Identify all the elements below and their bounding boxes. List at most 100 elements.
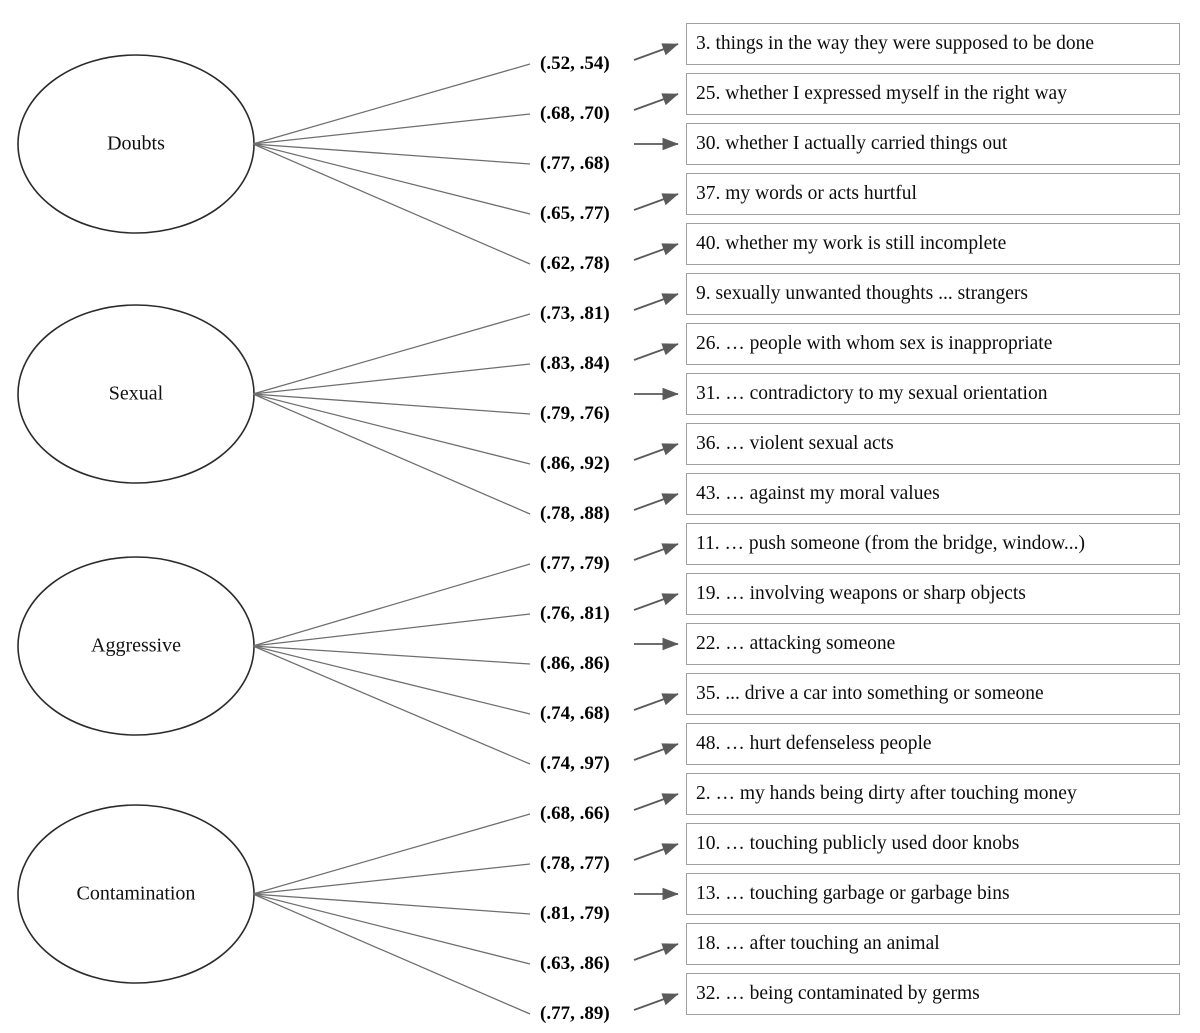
- indicator-box: 48. … hurt defenseless people: [686, 723, 1180, 765]
- loading-label: (.77, .79): [540, 553, 610, 574]
- indicator-arrow: [633, 243, 679, 261]
- indicator-box: 19. … involving weapons or sharp objects: [686, 573, 1180, 615]
- loading-line: [252, 893, 531, 1015]
- indicator-arrow: [633, 443, 679, 461]
- indicator-text: 36. … violent sexual acts: [696, 433, 894, 455]
- indicator-box: 13. … touching garbage or garbage bins: [686, 873, 1180, 915]
- loading-label: (.86, .86): [540, 653, 610, 674]
- loading-line: [252, 363, 531, 395]
- loading-label: (.78, .88): [540, 503, 610, 524]
- indicator-text: 13. … touching garbage or garbage bins: [696, 883, 1010, 905]
- indicator-box: 11. … push someone (from the bridge, win…: [686, 523, 1180, 565]
- indicator-text: 10. … touching publicly used door knobs: [696, 833, 1020, 855]
- factor-name-sexual: Sexual: [108, 382, 164, 405]
- loading-line: [252, 143, 531, 165]
- indicator-box: 35. ... drive a car into something or so…: [686, 673, 1180, 715]
- loading-line: [252, 563, 531, 647]
- indicator-box: 2. … my hands being dirty after touching…: [686, 773, 1180, 815]
- loading-label: (.68, .70): [540, 103, 610, 124]
- loading-label: (.73, .81): [540, 303, 610, 324]
- loading-line: [252, 863, 531, 895]
- indicator-arrow: [633, 93, 679, 111]
- loading-line: [252, 393, 531, 515]
- indicator-box: 3. things in the way they were supposed …: [686, 23, 1180, 65]
- indicator-box: 43. … against my moral values: [686, 473, 1180, 515]
- loading-line: [252, 393, 531, 415]
- loading-label: (.62, .78): [540, 253, 610, 274]
- loading-line: [252, 113, 531, 145]
- indicator-box: 9. sexually unwanted thoughts ... strang…: [686, 273, 1180, 315]
- indicator-arrow: [633, 543, 679, 561]
- indicator-arrow: [633, 793, 679, 811]
- indicator-text: 31. … contradictory to my sexual orienta…: [696, 383, 1048, 405]
- indicator-text: 48. … hurt defenseless people: [696, 733, 932, 755]
- indicator-box: 25. whether I expressed myself in the ri…: [686, 73, 1180, 115]
- factor-name-doubts: Doubts: [107, 132, 165, 155]
- loading-line: [252, 143, 531, 215]
- indicator-text: 11. … push someone (from the bridge, win…: [696, 533, 1086, 555]
- loading-line: [252, 645, 531, 665]
- indicator-box: 31. … contradictory to my sexual orienta…: [686, 373, 1180, 415]
- loading-line: [252, 313, 531, 395]
- indicator-arrow: [633, 593, 679, 611]
- indicator-box: 18. … after touching an animal: [686, 923, 1180, 965]
- indicator-text: 2. … my hands being dirty after touching…: [696, 783, 1077, 805]
- indicator-text: 19. … involving weapons or sharp objects: [696, 583, 1026, 605]
- indicator-box: 36. … violent sexual acts: [686, 423, 1180, 465]
- loading-line: [252, 63, 531, 145]
- indicator-arrow: [633, 193, 679, 211]
- indicator-text: 3. things in the way they were supposed …: [696, 33, 1095, 55]
- loading-line: [252, 893, 531, 915]
- loading-line: [252, 645, 531, 715]
- indicator-text: 37. my words or acts hurtful: [696, 183, 917, 205]
- indicator-arrow: [633, 743, 679, 761]
- indicator-arrows: [633, 43, 679, 1011]
- loading-label: (.76, .81): [540, 603, 610, 624]
- indicator-box: 26. … people with whom sex is inappropri…: [686, 323, 1180, 365]
- indicator-arrow: [633, 293, 679, 311]
- loading-line: [252, 613, 531, 647]
- factor-name-aggressive: Aggressive: [91, 634, 181, 657]
- loading-line: [252, 143, 531, 265]
- loading-label: (.63, .86): [540, 953, 610, 974]
- latent-factor-ellipses: [17, 54, 255, 984]
- indicator-arrow: [633, 693, 679, 711]
- indicator-arrow: [633, 493, 679, 511]
- loading-line: [252, 893, 531, 965]
- indicator-text: 40. whether my work is still incomplete: [696, 233, 1007, 255]
- indicator-text: 32. … being contaminated by germs: [696, 983, 980, 1005]
- indicator-text: 35. ... drive a car into something or so…: [696, 683, 1044, 705]
- indicator-box: 32. … being contaminated by germs: [686, 973, 1180, 1015]
- loading-label: (.79, .76): [540, 403, 610, 424]
- factor-loading-lines: [252, 63, 531, 1015]
- indicator-text: 25. whether I expressed myself in the ri…: [696, 83, 1067, 105]
- loading-line: [252, 393, 531, 465]
- loading-label: (.52, .54): [540, 53, 610, 74]
- loading-label: (.65, .77): [540, 203, 610, 224]
- loading-label: (.86, .92): [540, 453, 610, 474]
- loading-label: (.78, .77): [540, 853, 610, 874]
- indicator-box: 40. whether my work is still incomplete: [686, 223, 1180, 265]
- indicator-box: 10. … touching publicly used door knobs: [686, 823, 1180, 865]
- loading-label: (.81, .79): [540, 903, 610, 924]
- factor-name-contamination: Contamination: [76, 882, 196, 905]
- loading-label: (.77, .68): [540, 153, 610, 174]
- loading-label: (.68, .66): [540, 803, 610, 824]
- loading-label: (.74, .97): [540, 753, 610, 774]
- loading-line: [252, 813, 531, 895]
- loading-label: (.83, .84): [540, 353, 610, 374]
- indicator-text: 22. … attacking someone: [696, 633, 896, 655]
- indicator-text: 18. … after touching an animal: [696, 933, 940, 955]
- indicator-text: 26. … people with whom sex is inappropri…: [696, 333, 1053, 355]
- indicator-arrow: [633, 943, 679, 961]
- indicator-text: 30. whether I actually carried things ou…: [696, 133, 1008, 155]
- indicator-text: 9. sexually unwanted thoughts ... strang…: [696, 283, 1028, 305]
- indicator-box: 22. … attacking someone: [686, 623, 1180, 665]
- indicator-arrow: [633, 43, 679, 61]
- loading-label: (.74, .68): [540, 703, 610, 724]
- indicator-arrow: [633, 843, 679, 861]
- indicator-arrow: [633, 343, 679, 361]
- indicator-text: 43. … against my moral values: [696, 483, 940, 505]
